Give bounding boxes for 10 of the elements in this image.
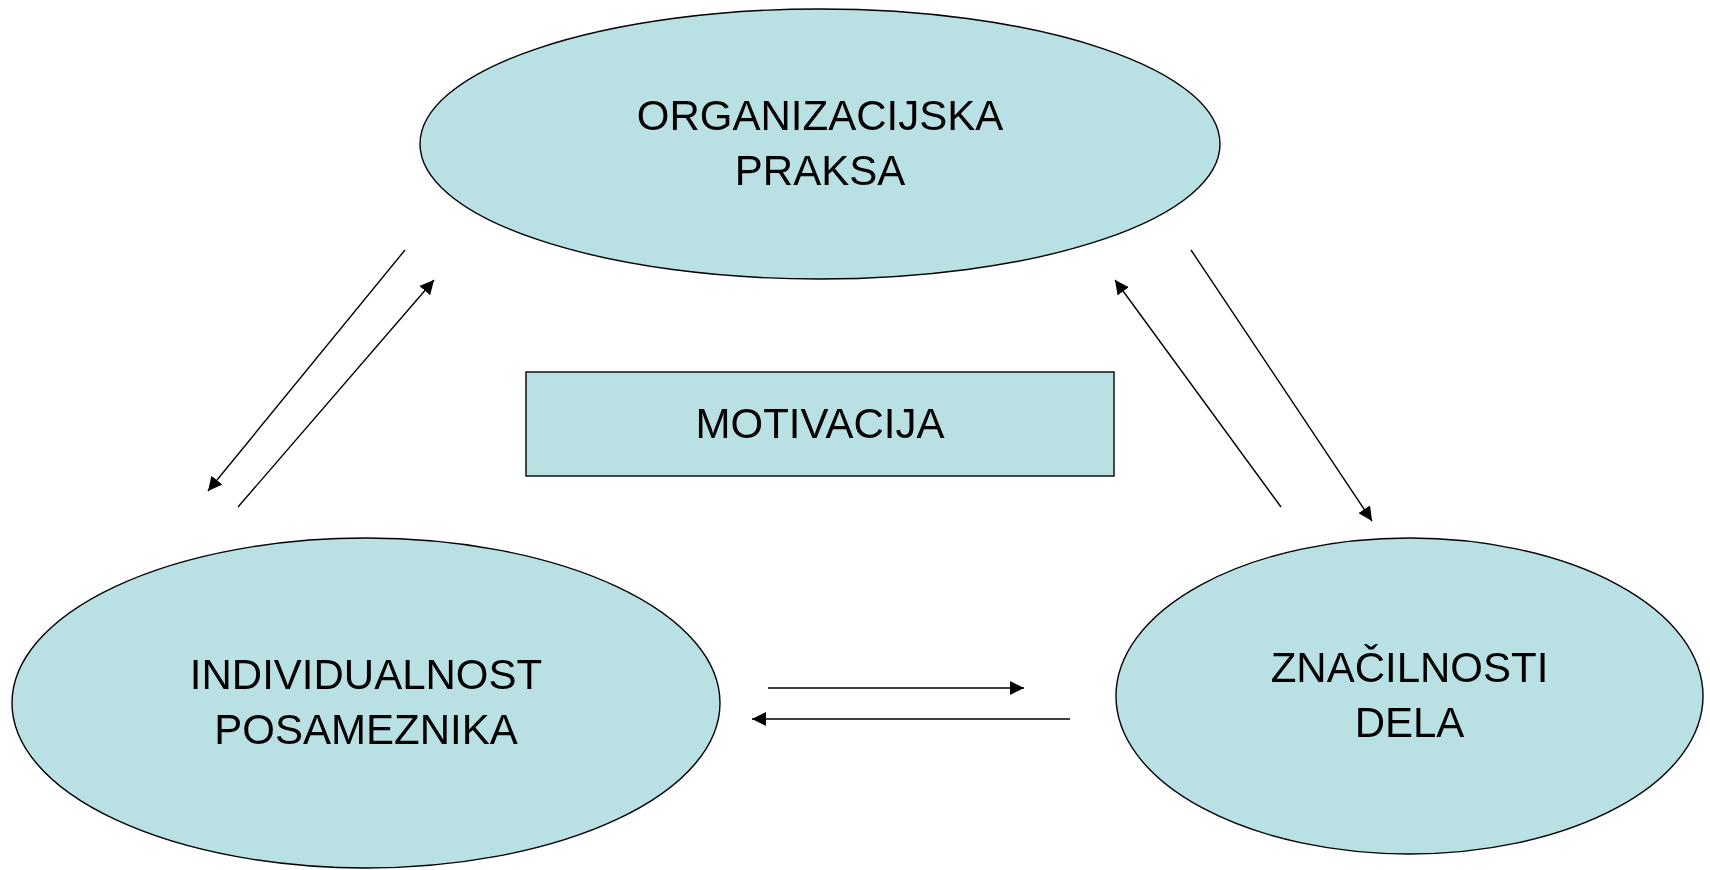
arrow	[751, 712, 1071, 726]
arrow	[1190, 249, 1373, 522]
node-label: ORGANIZACIJSKA PRAKSA	[635, 91, 1005, 196]
node-label: INDIVIDUALNOST POSAMEZNIKA	[188, 650, 544, 755]
node-label: ZNAČILNOSTI DELA	[1269, 643, 1550, 748]
node-label: MOTIVACIJA	[695, 398, 945, 449]
arrow	[767, 681, 1025, 695]
arrow	[237, 279, 435, 508]
arrow	[1114, 279, 1282, 508]
arrow	[207, 249, 406, 492]
